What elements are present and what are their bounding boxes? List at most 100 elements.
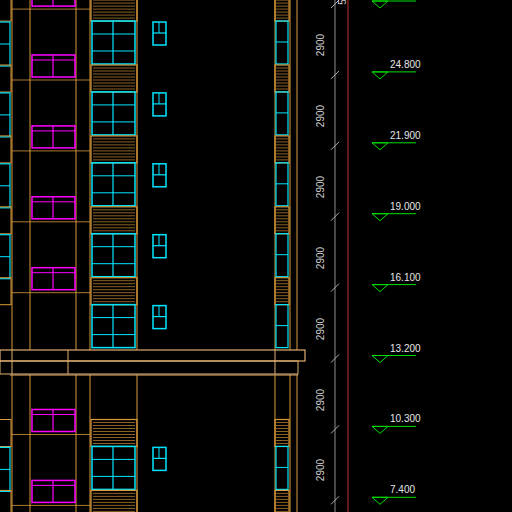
stroke <box>276 443 288 444</box>
outline <box>276 234 288 277</box>
outline <box>275 65 289 92</box>
outline <box>91 0 137 21</box>
stroke <box>276 89 288 90</box>
stroke <box>276 86 288 87</box>
level-symbol <box>372 426 388 433</box>
level-symbol <box>372 72 388 79</box>
stroke <box>52 268 53 290</box>
stroke <box>93 71 135 72</box>
dimension-text: 2900 <box>316 105 326 127</box>
stroke <box>276 0 288 1</box>
stroke <box>159 306 160 317</box>
stroke <box>12 9 90 10</box>
stroke <box>93 422 135 423</box>
stroke <box>93 508 135 509</box>
stroke <box>10 375 298 376</box>
stroke <box>276 292 288 293</box>
outline <box>275 0 289 21</box>
stroke <box>68 350 69 374</box>
stroke <box>276 295 288 296</box>
stroke <box>12 375 13 512</box>
outline <box>32 410 75 432</box>
stroke <box>92 121 135 122</box>
stroke <box>112 446 113 489</box>
stroke <box>112 21 113 64</box>
outline <box>92 305 135 348</box>
stroke <box>331 425 339 433</box>
stroke <box>112 305 113 348</box>
dimension-text: 2900 <box>316 388 326 410</box>
stroke <box>276 153 288 154</box>
stroke <box>276 209 288 210</box>
stroke <box>290 0 291 350</box>
stroke <box>159 22 160 33</box>
outline <box>275 136 289 163</box>
outline <box>32 126 75 148</box>
dimension-text: 2900 <box>316 34 326 56</box>
stroke <box>276 3 288 4</box>
outline <box>153 306 166 329</box>
stroke <box>276 159 288 160</box>
stroke <box>93 15 135 16</box>
stroke <box>12 150 90 151</box>
level-symbol <box>372 285 388 292</box>
stroke <box>276 227 288 228</box>
elevation-text: 21.900 <box>390 131 421 141</box>
stroke <box>331 496 339 504</box>
stroke <box>92 104 135 105</box>
outline <box>275 278 289 305</box>
stroke <box>93 9 135 10</box>
stroke <box>276 493 288 494</box>
stroke <box>93 425 135 426</box>
stroke <box>276 183 288 184</box>
stroke <box>93 3 135 4</box>
outline <box>32 268 75 290</box>
stroke <box>93 295 135 296</box>
stroke <box>290 375 291 512</box>
stroke <box>92 246 135 247</box>
outline <box>91 420 137 447</box>
stroke <box>0 114 10 115</box>
stroke <box>93 6 135 7</box>
outline <box>276 446 288 489</box>
stroke <box>93 86 135 87</box>
stroke <box>276 71 288 72</box>
stroke <box>159 164 160 175</box>
stroke <box>93 77 135 78</box>
stroke <box>276 212 288 213</box>
outline <box>0 490 11 512</box>
outline <box>275 207 289 234</box>
stroke <box>12 80 90 81</box>
stroke <box>52 0 53 6</box>
outline <box>276 163 288 206</box>
outline <box>275 420 289 447</box>
stroke <box>93 493 135 494</box>
stroke <box>12 350 13 374</box>
outline <box>276 92 288 135</box>
stroke <box>348 0 349 512</box>
stroke <box>32 485 75 486</box>
stroke <box>276 289 288 290</box>
outline <box>0 235 10 279</box>
stroke <box>92 34 135 35</box>
stroke <box>276 496 288 497</box>
outline <box>276 21 288 64</box>
stroke <box>93 18 135 19</box>
outline <box>32 0 75 6</box>
stroke <box>276 221 288 222</box>
stroke <box>90 0 91 350</box>
outline <box>275 490 289 512</box>
stroke <box>276 325 288 326</box>
elevation-text: 24.800 <box>390 60 421 70</box>
stroke <box>93 153 135 154</box>
stroke <box>93 283 135 284</box>
stroke <box>92 476 135 477</box>
stroke <box>93 280 135 281</box>
outline <box>276 305 288 348</box>
stroke <box>276 12 288 13</box>
stroke <box>276 298 288 299</box>
outline <box>92 92 135 135</box>
dimension-text: 2900 <box>316 176 326 198</box>
outline <box>91 65 137 92</box>
stroke <box>159 447 160 458</box>
